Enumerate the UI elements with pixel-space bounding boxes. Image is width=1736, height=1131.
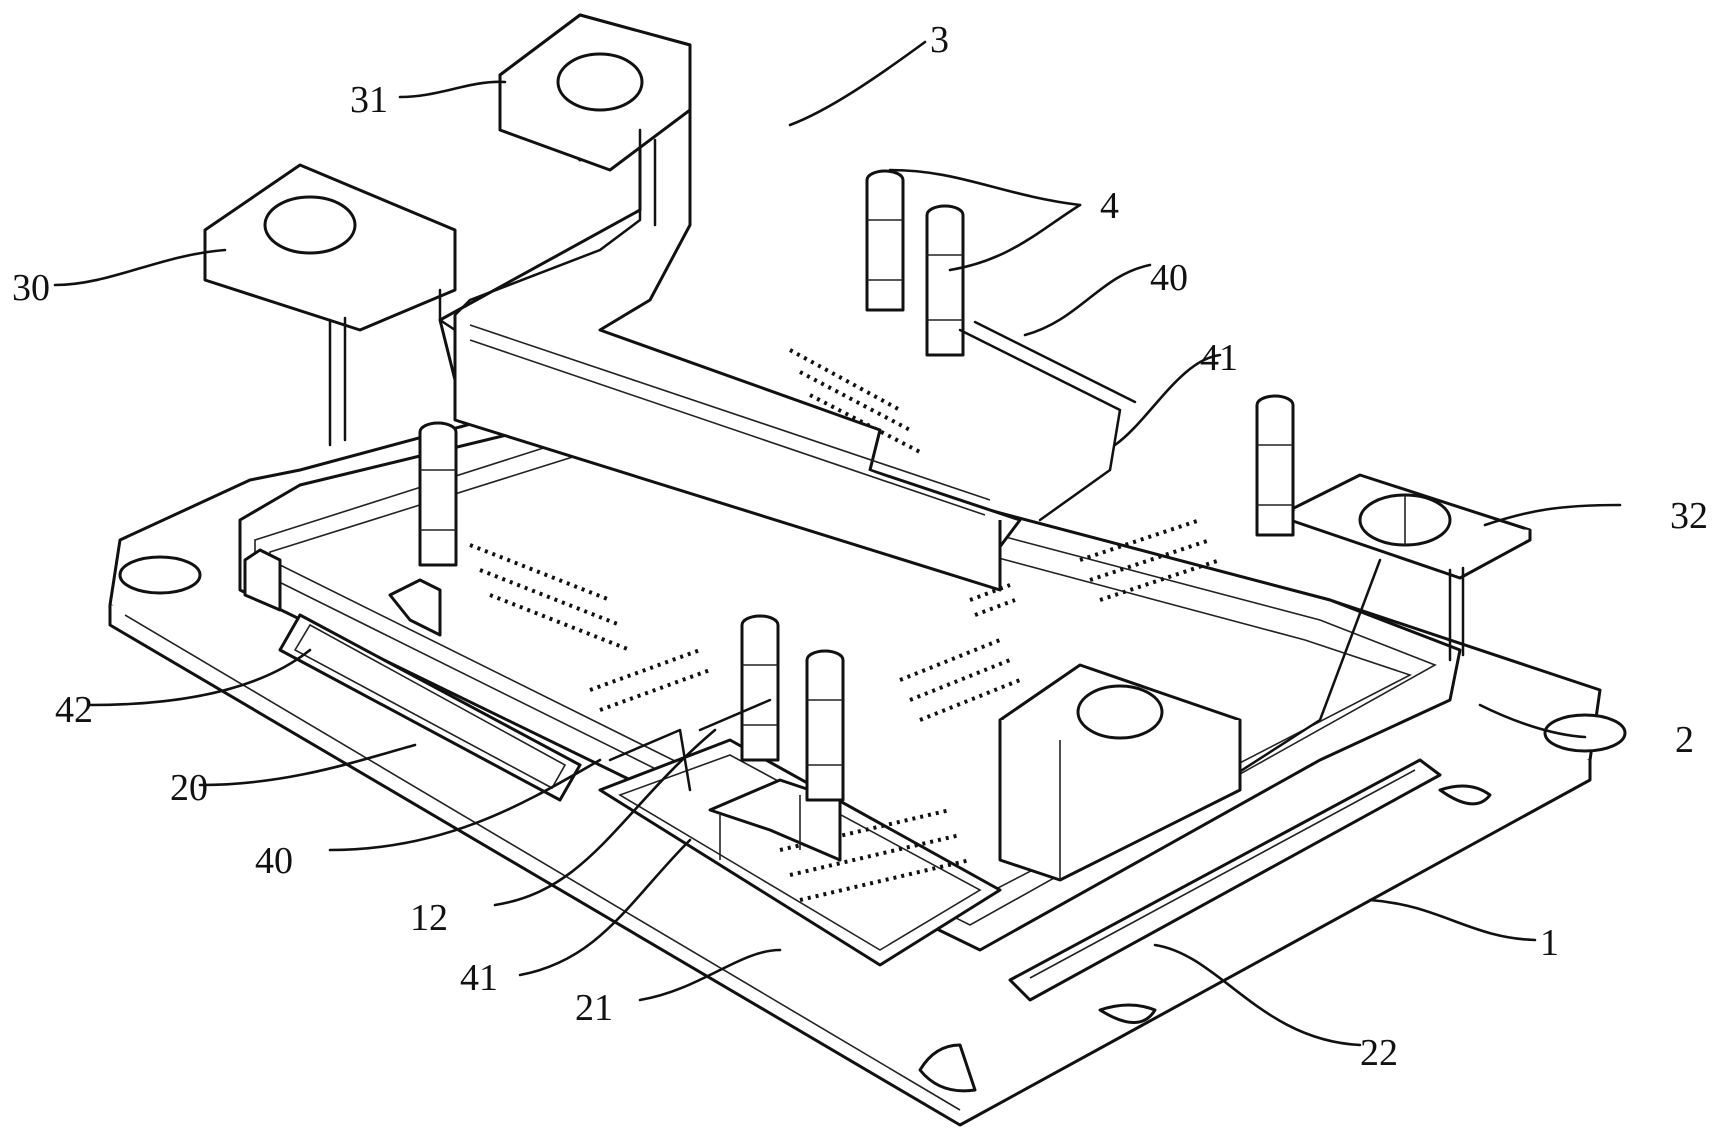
pin-c [1255,394,1295,537]
substrate-22 [1008,758,1442,1002]
label-21: 21 [575,987,613,1029]
label-32: 32 [1670,495,1708,537]
label-20: 20 [170,767,208,809]
label-41-top: 41 [1200,337,1238,379]
label-40-top: 40 [1150,257,1188,299]
label-2: 2 [1675,719,1694,761]
pin-b [925,204,965,357]
label-1: 1 [1540,922,1559,964]
clip-42 [243,548,442,637]
label-31: 31 [350,79,388,121]
pin-a [865,169,905,312]
label-22: 22 [1360,1032,1398,1074]
pin-f [805,649,845,802]
label-12: 12 [410,897,448,939]
pin-d [418,421,458,567]
pin-e [740,614,780,762]
label-42: 42 [55,689,93,731]
bond-wires [469,348,1221,902]
pin-carriers [608,320,1137,792]
label-30: 30 [12,267,50,309]
label-3: 3 [930,19,949,61]
terminal-32 [1178,473,1532,812]
signal-pins [418,169,1295,802]
leader-lines [53,40,1622,1047]
label-4: 4 [1100,185,1119,227]
label-41-bottom: 41 [460,957,498,999]
substrate-20 [278,613,582,802]
reference-numerals: 3 31 30 4 40 41 32 2 42 20 40 12 41 21 1… [12,19,1708,1074]
label-40-left: 40 [255,840,293,882]
terminal-block-center [998,663,1242,882]
busbar-3 [203,13,1022,592]
